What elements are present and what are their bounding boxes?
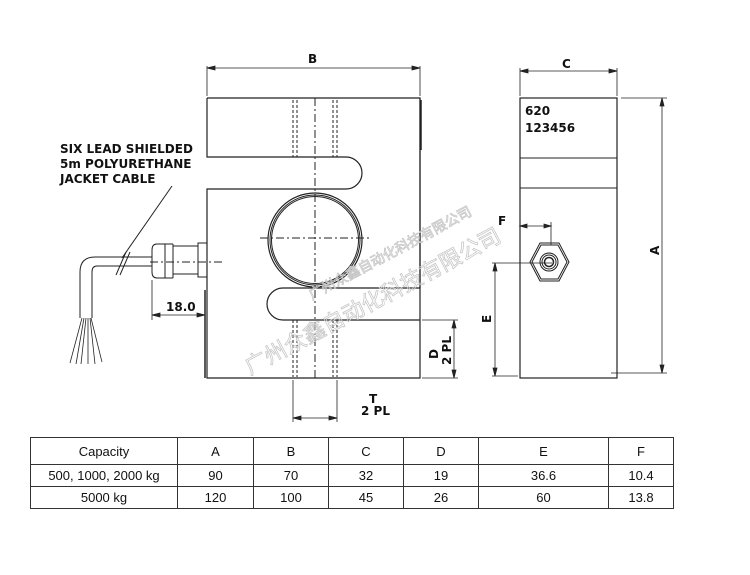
cell-capacity: 500, 1000, 2000 kg — [30, 464, 178, 487]
table-row: 5000 kg 120 100 45 26 60 13.8 — [30, 486, 674, 509]
dimension-c-label: C — [562, 57, 571, 71]
header-d: D — [403, 437, 479, 465]
cell-b: 100 — [253, 486, 329, 509]
dimension-f — [518, 222, 553, 245]
cell-c: 32 — [328, 464, 404, 487]
dimension-t — [292, 380, 338, 422]
tapped-holes — [292, 100, 338, 377]
cable-connector — [150, 242, 222, 279]
cable-note-line-3: JACKET CABLE — [59, 172, 156, 186]
cell-a: 120 — [177, 486, 254, 509]
cable-note-line-1: SIX LEAD SHIELDED — [60, 142, 193, 156]
model-number: 620 — [525, 104, 550, 118]
header-a: A — [177, 437, 254, 465]
dimension-f-label: F — [498, 214, 506, 228]
dimension-e-label: E — [480, 315, 494, 323]
header-c: C — [328, 437, 404, 465]
dimension-d-pl-label: 2 PL — [440, 336, 454, 365]
dimension-a — [611, 97, 667, 374]
cable — [69, 185, 173, 365]
header-capacity: Capacity — [30, 437, 178, 465]
cell-c: 45 — [328, 486, 404, 509]
hex-nut — [529, 242, 570, 282]
cell-d: 26 — [403, 486, 479, 509]
cable-note-line-2: 5m POLYURETHANE — [60, 157, 191, 171]
serial-number: 123456 — [525, 121, 575, 135]
dimension-b — [206, 65, 421, 96]
cell-e: 36.6 — [478, 464, 609, 487]
cell-f: 13.8 — [608, 486, 674, 509]
dimension-c — [519, 68, 618, 96]
header-b: B — [253, 437, 329, 465]
dimension-d — [422, 319, 458, 379]
cell-capacity: 5000 kg — [30, 486, 178, 509]
dimension-18 — [151, 280, 206, 320]
dimensions-table: Capacity A B C D E F 500, 1000, 2000 kg … — [30, 437, 674, 509]
center-bore — [260, 98, 370, 378]
cell-f: 10.4 — [608, 464, 674, 487]
dimension-e — [492, 262, 552, 377]
dimension-a-label: A — [648, 245, 662, 255]
table-header-row: Capacity A B C D E F — [30, 437, 674, 465]
watermark-2: 广州众鑫自动化科技有限公司 — [241, 224, 505, 380]
dimension-d-label: D — [427, 349, 441, 359]
cell-b: 70 — [253, 464, 329, 487]
table-row: 500, 1000, 2000 kg 90 70 32 19 36.6 10.4 — [30, 464, 674, 487]
header-f: F — [608, 437, 674, 465]
cell-d: 19 — [403, 464, 479, 487]
side-view — [519, 97, 618, 379]
s-beam-body — [206, 97, 421, 379]
load-cell-drawing: SIX LEAD SHIELDED 5m POLYURETHANE JACKET… — [59, 52, 667, 422]
cell-a: 90 — [177, 464, 254, 487]
header-e: E — [478, 437, 609, 465]
dimension-18-label: 18.0 — [166, 300, 196, 314]
dimension-t-label: T — [369, 392, 378, 406]
dimension-t-pl-label: 2 PL — [361, 404, 390, 418]
dimension-b-label: B — [308, 52, 317, 66]
cell-e: 60 — [478, 486, 609, 509]
